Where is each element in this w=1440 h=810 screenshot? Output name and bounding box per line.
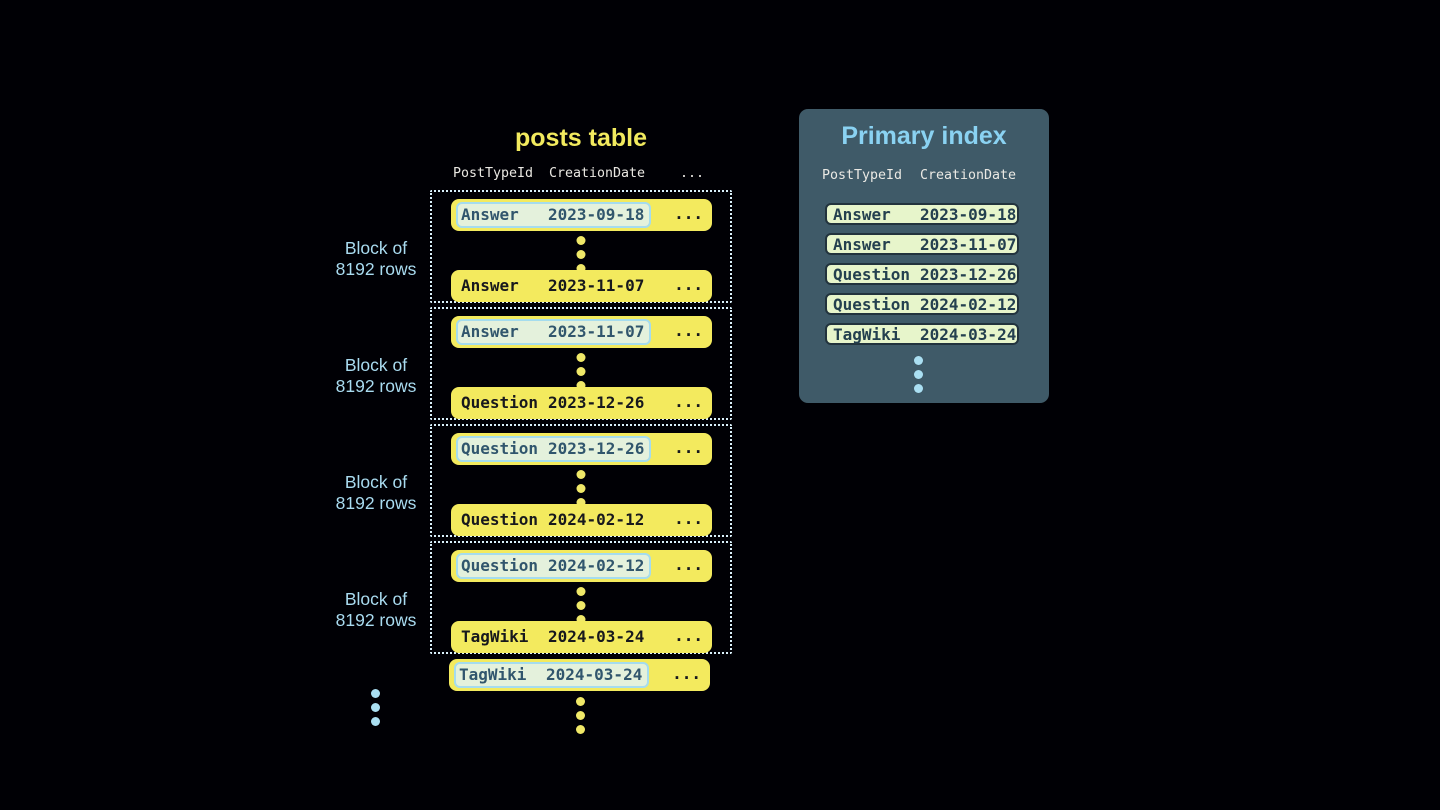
table-row-indexed: Answer 2023-09-18 ... (451, 199, 712, 231)
table-block-1: Answer 2023-09-18 ... Answer 2023-11-07 ..… (430, 190, 732, 303)
creationdate-cell: 2023-09-18 (920, 204, 1017, 224)
posttypeid-cell: Question (461, 556, 539, 575)
table-row: Answer 2023-11-07 ... (451, 270, 712, 302)
indexed-row-highlight: Question 2024-02-12 (456, 553, 651, 579)
posttypeid-cell: Answer (461, 205, 519, 224)
vertical-ellipsis-icon (576, 467, 586, 509)
row-ellipsis-cell: ... (674, 204, 703, 223)
table-block-4: Question 2024-02-12 ... TagWiki 2024-03-24… (430, 541, 732, 654)
creationdate-cell: 2024-03-24 (920, 324, 1017, 344)
table-row-indexed: Answer 2023-11-07 ... (451, 316, 712, 348)
posttypeid-cell: Question (833, 264, 911, 284)
vertical-ellipsis-icon (576, 694, 585, 736)
vertical-ellipsis-icon (914, 353, 923, 395)
posttypeid-cell: Answer (833, 234, 891, 254)
indexed-row-highlight: Question 2023-12-26 (456, 436, 651, 462)
creationdate-cell: 2023-12-26 (548, 439, 645, 458)
block-size-label: Block of 8192 rows (335, 472, 417, 513)
vertical-ellipsis-icon (576, 350, 586, 392)
creationdate-cell: 2024-02-12 (920, 294, 1017, 314)
indexed-row-highlight: Answer 2023-11-07 (456, 319, 651, 345)
creationdate-cell: 2023-11-07 (920, 234, 1017, 254)
column-header-ellipsis: ... (680, 166, 705, 181)
vertical-ellipsis-icon (371, 686, 380, 728)
row-ellipsis-cell: ... (674, 275, 703, 294)
block-size-label: Block of 8192 rows (335, 238, 417, 279)
primary-index-title: Primary index (841, 122, 1007, 150)
creationdate-cell: 2024-03-24 (546, 665, 643, 684)
posttypeid-cell: TagWiki (833, 324, 901, 344)
creationdate-cell: 2023-09-18 (548, 205, 645, 224)
index-row: Question 2024-02-12 (825, 293, 1019, 315)
posttypeid-cell: Answer (833, 204, 891, 224)
index-row: Question 2023-12-26 (825, 263, 1019, 285)
row-ellipsis-cell: ... (674, 626, 703, 645)
column-header-posttypeid: PostTypeId (822, 168, 903, 183)
creationdate-cell: 2023-12-26 (920, 264, 1017, 284)
posts-table-title: posts table (515, 124, 647, 152)
posttypeid-cell: TagWiki (459, 665, 527, 684)
posttypeid-cell: Answer (461, 276, 519, 295)
row-ellipsis-cell: ... (674, 321, 703, 340)
index-row: TagWiki 2024-03-24 (825, 323, 1019, 345)
table-block-2: Answer 2023-11-07 ... Question 2023-12-26 … (430, 307, 732, 420)
primary-index-panel: Primary index PostTypeId CreationDate An… (799, 109, 1049, 403)
vertical-ellipsis-icon (576, 233, 586, 275)
block-size-label: Block of 8192 rows (335, 589, 417, 630)
row-ellipsis-cell: ... (672, 664, 701, 683)
index-row: Answer 2023-09-18 (825, 203, 1019, 225)
index-row: Answer 2023-11-07 (825, 233, 1019, 255)
table-row-indexed: Question 2023-12-26 ... (451, 433, 712, 465)
table-row: Question 2023-12-26 ... (451, 387, 712, 419)
indexed-row-highlight: TagWiki 2024-03-24 (454, 662, 649, 688)
indexed-row-highlight: Answer 2023-09-18 (456, 202, 651, 228)
posttypeid-cell: Question (461, 439, 539, 458)
creationdate-cell: 2023-11-07 (548, 322, 645, 341)
table-row-indexed: Question 2024-02-12 ... (451, 550, 712, 582)
creationdate-cell: 2024-03-24 (548, 627, 645, 646)
row-ellipsis-cell: ... (674, 438, 703, 457)
posttypeid-cell: Answer (461, 322, 519, 341)
posttypeid-cell: Question (461, 393, 539, 412)
row-ellipsis-cell: ... (674, 392, 703, 411)
column-header-creationdate: CreationDate (920, 168, 1017, 183)
table-row: Question 2024-02-12 ... (451, 504, 712, 536)
creationdate-cell: 2024-02-12 (548, 556, 645, 575)
row-ellipsis-cell: ... (674, 555, 703, 574)
table-row: TagWiki 2024-03-24 ... (451, 621, 712, 653)
posttypeid-cell: TagWiki (461, 627, 529, 646)
table-row-indexed-overflow: TagWiki 2024-03-24 ... (449, 659, 710, 691)
creationdate-cell: 2024-02-12 (548, 510, 645, 529)
posttypeid-cell: Question (461, 510, 539, 529)
table-block-3: Question 2023-12-26 ... Question 2024-02-1… (430, 424, 732, 537)
creationdate-cell: 2023-12-26 (548, 393, 645, 412)
creationdate-cell: 2023-11-07 (548, 276, 645, 295)
block-size-label: Block of 8192 rows (335, 355, 417, 396)
column-header-posttypeid: PostTypeId (453, 166, 534, 181)
row-ellipsis-cell: ... (674, 509, 703, 528)
column-header-creationdate: CreationDate (549, 166, 646, 181)
posttypeid-cell: Question (833, 294, 911, 314)
vertical-ellipsis-icon (576, 584, 586, 626)
